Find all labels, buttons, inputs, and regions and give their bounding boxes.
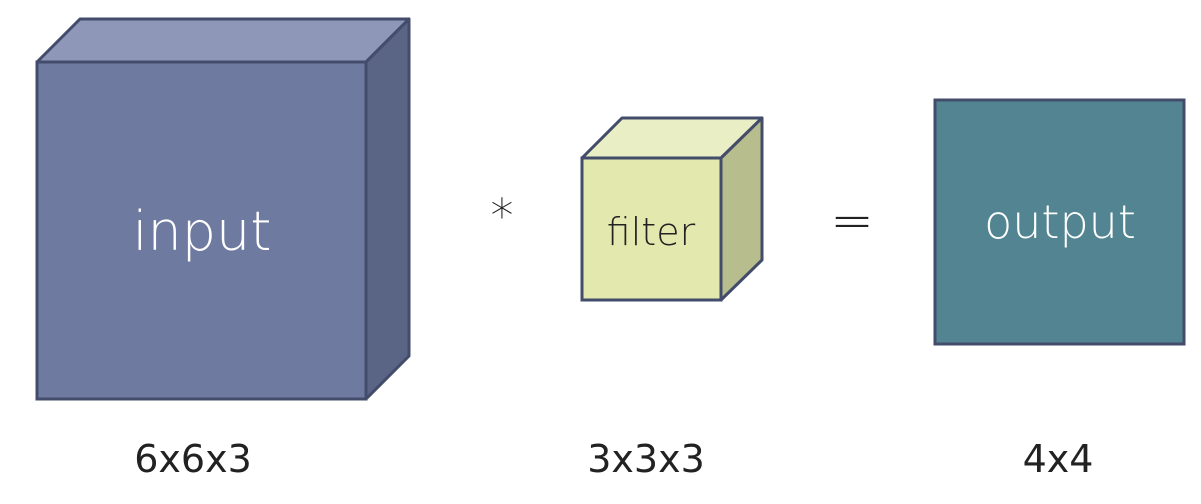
filter-cube: filter (580, 116, 764, 302)
output-square-label: output (984, 195, 1136, 249)
convolve-operator: * (491, 189, 514, 243)
output-square-front (933, 98, 1186, 346)
input-cube-label: input (133, 200, 272, 263)
output-dimensions-label: 4x4 (1023, 437, 1094, 481)
filter-cube-label: filter (607, 210, 696, 254)
output-square: output (933, 98, 1186, 346)
input-cube-side (364, 17, 411, 401)
filter-dimensions-label: 3x3x3 (587, 437, 705, 481)
input-cube-top (35, 17, 411, 64)
filter-cube-front (580, 156, 723, 302)
equals-operator: = (830, 191, 874, 251)
input-dimensions-label: 6x6x3 (134, 437, 252, 481)
input-cube: input (35, 17, 411, 401)
input-cube-front (35, 60, 368, 401)
